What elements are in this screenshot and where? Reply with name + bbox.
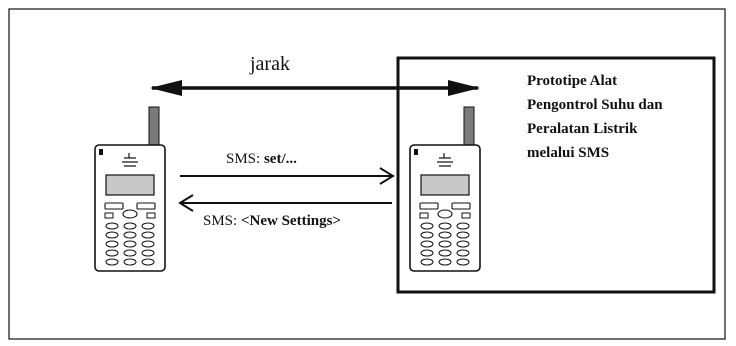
sms-set-command: set/... bbox=[264, 151, 297, 167]
prototype-line: melalui SMS bbox=[527, 145, 609, 161]
outer-frame bbox=[8, 8, 726, 340]
sms-to-device-arrow bbox=[180, 167, 395, 185]
prototype-box bbox=[396, 56, 716, 294]
prototype-description: Prototipe Alat Pengontrol Suhu dan Peral… bbox=[527, 73, 663, 161]
sms-new-settings-label: SMS: <New Settings> bbox=[203, 213, 341, 229]
sms-set-prefix: SMS: bbox=[226, 151, 264, 167]
distance-arrow bbox=[150, 80, 480, 96]
sms-set-label: SMS: set/... bbox=[226, 151, 297, 167]
prototype-line: Pengontrol Suhu dan bbox=[527, 97, 663, 113]
sms-back-arrow bbox=[178, 194, 392, 212]
mobile-phone-icon bbox=[94, 106, 166, 272]
prototype-line: Peralatan Listrik bbox=[527, 121, 638, 137]
sms-new-settings-prefix: SMS: bbox=[203, 213, 241, 229]
prototype-line: Prototipe Alat bbox=[527, 73, 617, 89]
mobile-phone-icon bbox=[409, 106, 481, 272]
sms-new-settings-command: <New Settings> bbox=[241, 213, 341, 229]
distance-label: jarak bbox=[249, 53, 290, 75]
